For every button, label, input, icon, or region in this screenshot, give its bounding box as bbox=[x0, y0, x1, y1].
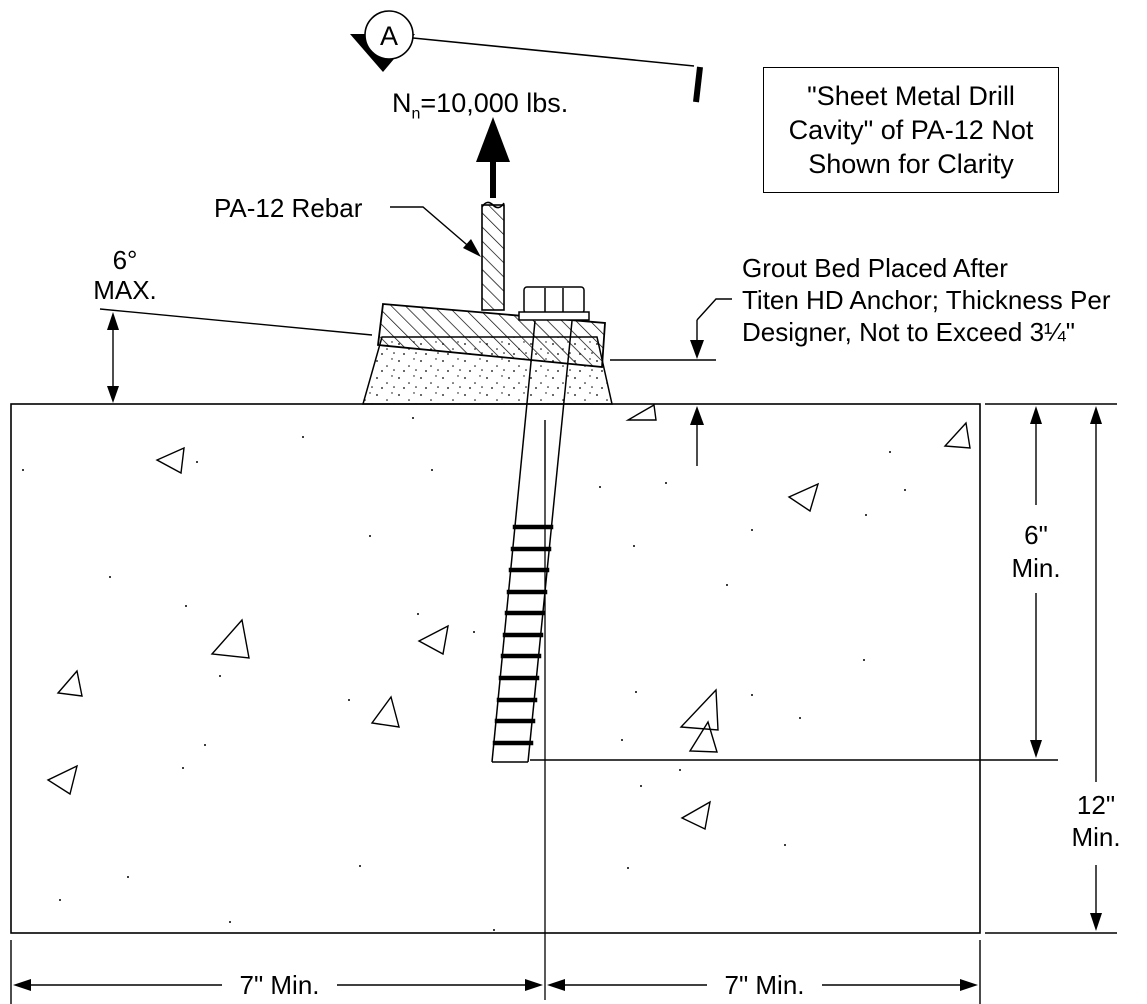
edge-distance-right: 7" Min. bbox=[724, 970, 805, 1000]
load-symbol: N bbox=[392, 88, 412, 118]
concrete-slab bbox=[10, 403, 981, 934]
note-line-3: Shown for Clarity bbox=[808, 149, 1014, 179]
clarity-note-box: "Sheet Metal Drill Cavity" of PA-12 Not … bbox=[763, 67, 1059, 193]
titen-hd-anchor bbox=[491, 320, 573, 763]
note-line-1: "Sheet Metal Drill bbox=[807, 81, 1015, 111]
pa12-rebar bbox=[481, 204, 505, 311]
slab-depth-qualifier: Min. bbox=[1071, 822, 1121, 852]
vertical-dimensions bbox=[530, 403, 1117, 934]
rebar-leader bbox=[390, 206, 481, 257]
load-value: =10,000 lbs. bbox=[420, 88, 569, 118]
anchor-threads bbox=[492, 524, 554, 746]
rebar-label: PA-12 Rebar bbox=[214, 193, 363, 223]
embed-depth-qualifier: Min. bbox=[1011, 553, 1061, 583]
load-subscript: n bbox=[411, 105, 421, 123]
angle-dimension bbox=[99, 308, 373, 403]
load-arrow-head bbox=[476, 117, 510, 162]
section-marker: A bbox=[350, 10, 703, 103]
angle-qualifier-label: MAX. bbox=[93, 275, 157, 305]
horizontal-dimensions bbox=[10, 940, 981, 1004]
section-marker-letter: A bbox=[380, 21, 398, 51]
anchor-nut bbox=[518, 286, 590, 321]
grout-note-line-1: Grout Bed Placed After bbox=[742, 253, 1008, 283]
note-line-2: Cavity" of PA-12 Not bbox=[788, 115, 1034, 145]
edge-distance-left: 7" Min. bbox=[239, 970, 320, 1000]
slab-depth-value: 12" bbox=[1076, 790, 1116, 820]
angle-value-label: 6° bbox=[112, 245, 138, 275]
concrete-specks bbox=[22, 417, 906, 931]
load-label: Nn=10,000 lbs. bbox=[392, 88, 568, 129]
grout-note-line-2: Titen HD Anchor; Thickness Per bbox=[742, 285, 1111, 315]
embed-depth-value: 6" bbox=[1024, 520, 1048, 550]
grout-thickness-dimension bbox=[610, 298, 732, 466]
rebar-break-line bbox=[481, 201, 505, 209]
grout-note-line-3: Designer, Not to Exceed 3¼" bbox=[742, 317, 1075, 347]
aggregate-symbols bbox=[46, 403, 971, 831]
